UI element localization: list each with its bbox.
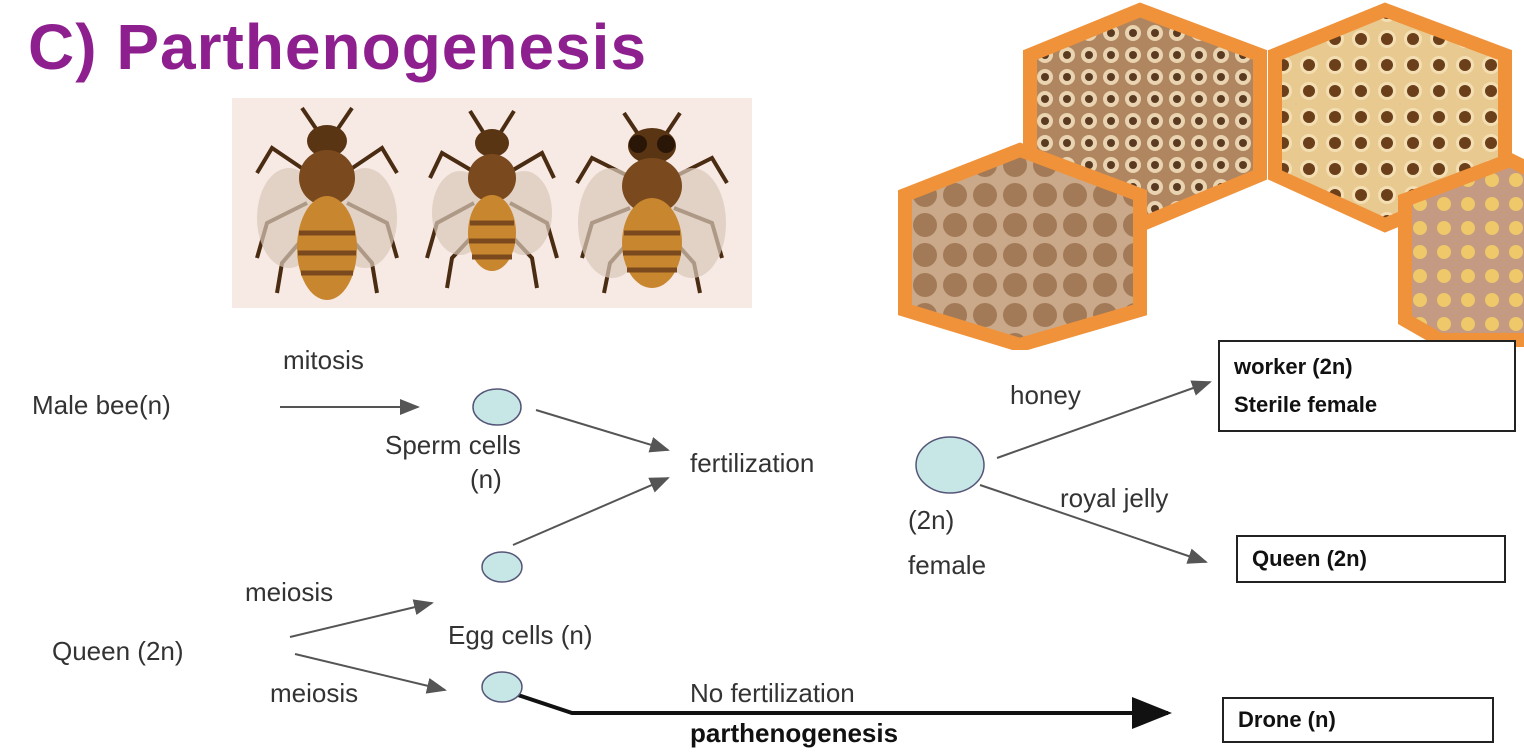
label-fertilization: fertilization (690, 448, 814, 479)
label-sperm-cells: Sperm cells (385, 430, 521, 461)
label-egg-cells: Egg cells (n) (448, 620, 593, 651)
worker-label: worker (2n) (1234, 348, 1500, 386)
egg-cell-unfertilized (482, 672, 522, 702)
box-queen: Queen (2n) (1236, 535, 1506, 583)
label-mitosis: mitosis (283, 345, 364, 376)
label-male-bee: Male bee(n) (32, 390, 171, 421)
box-drone: Drone (n) (1222, 697, 1494, 743)
label-meiosis-top: meiosis (245, 577, 333, 608)
queen-outcome-label: Queen (2n) (1252, 540, 1490, 578)
label-no-fertilization: No fertilization (690, 678, 855, 709)
label-queen-parent: Queen (2n) (52, 636, 184, 667)
label-zygote-ploidy: (2n) (908, 505, 954, 536)
drone-label: Drone (n) (1238, 701, 1478, 739)
label-meiosis-bottom: meiosis (270, 678, 358, 709)
label-royal-jelly: royal jelly (1060, 483, 1168, 514)
label-parthenogenesis: parthenogenesis (690, 718, 898, 749)
label-zygote-sex: female (908, 550, 986, 581)
label-sperm-ploidy: (n) (470, 464, 502, 495)
zygote-cell (916, 437, 984, 493)
egg-cell-fertilized (482, 552, 522, 582)
worker-description: Sterile female (1234, 386, 1500, 424)
box-worker: worker (2n) Sterile female (1218, 340, 1516, 432)
arrow-sperm-fertilization (536, 410, 668, 450)
arrow-egg-fertilization (513, 478, 668, 545)
arrow-meiosis-top (290, 603, 432, 637)
label-honey: honey (1010, 380, 1081, 411)
sperm-cell (473, 389, 521, 425)
